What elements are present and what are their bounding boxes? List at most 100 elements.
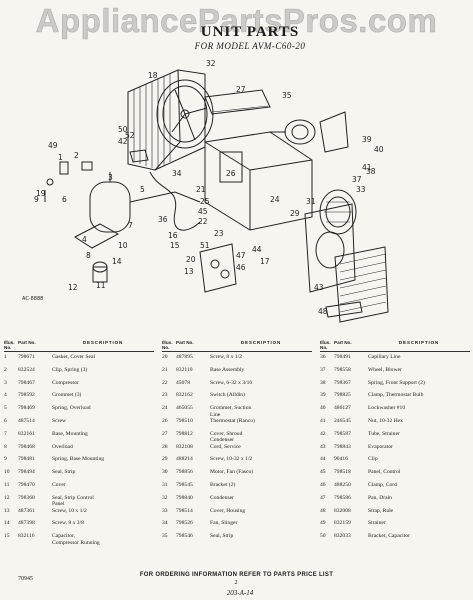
callout: 26 bbox=[226, 169, 236, 178]
callout: 24 bbox=[270, 195, 280, 204]
illus-no: 3 bbox=[4, 379, 7, 386]
illus-no: 27 bbox=[162, 430, 168, 437]
callout: 11 bbox=[96, 281, 106, 290]
callout: 13 bbox=[184, 267, 194, 276]
part-no: 798586 bbox=[334, 494, 351, 501]
description: Cord, Service bbox=[210, 443, 241, 450]
description: Panel, Control bbox=[368, 469, 401, 476]
callout: 20 bbox=[186, 255, 196, 264]
illus-no: 5 bbox=[4, 405, 7, 412]
illus-no: 44 bbox=[320, 456, 326, 463]
part-no: 488214 bbox=[176, 456, 193, 463]
illus-no: 32 bbox=[162, 494, 168, 501]
part-no: 798491 bbox=[334, 354, 351, 360]
part-no: 798494 bbox=[18, 469, 35, 476]
part-no: 798367 bbox=[334, 379, 351, 386]
part-no: 832116 bbox=[18, 533, 35, 540]
description: Motor, Fan (Fasco) bbox=[210, 469, 254, 476]
illus-no: 35 bbox=[162, 533, 168, 540]
callout: 5 bbox=[140, 185, 145, 194]
description: Thermostat (Ranco) bbox=[210, 417, 255, 424]
description: Clamp, Cord bbox=[368, 481, 397, 488]
description: Overload bbox=[52, 443, 73, 450]
part-no: 832524 bbox=[18, 366, 35, 373]
part-no: 798812 bbox=[176, 430, 193, 437]
description: Spring, Overload bbox=[52, 405, 91, 412]
part-no: 798592 bbox=[18, 392, 35, 399]
part-no: 487361 bbox=[18, 507, 35, 514]
part-no: 798368 bbox=[18, 494, 35, 501]
part-no: 832161 bbox=[18, 430, 35, 437]
part-no: 487514 bbox=[18, 417, 35, 424]
part-no: 45078 bbox=[176, 379, 190, 386]
header-illus-no: Illus. No. bbox=[162, 340, 173, 350]
callout: 14 bbox=[112, 257, 122, 266]
callout: 46 bbox=[236, 263, 246, 272]
page-number: 2 bbox=[234, 580, 238, 586]
illus-no: 49 bbox=[320, 520, 326, 527]
part-no: 798545 bbox=[176, 481, 193, 488]
exploded-parts-diagram: 32 18 27 35 50 52 42 39 40 41 49 1 2 5 3… bbox=[22, 59, 389, 323]
callout: 7 bbox=[128, 221, 133, 230]
description: Evaporator bbox=[368, 443, 393, 450]
callout: 16 bbox=[168, 231, 178, 240]
table-header: Illus. No. Part No. DESCRIPTION bbox=[4, 340, 154, 352]
table-header: Illus. No. Part No. DESCRIPTION bbox=[162, 340, 312, 352]
callout: 8 bbox=[86, 251, 91, 260]
callout: 31 bbox=[306, 197, 316, 206]
illus-no: 10 bbox=[4, 469, 10, 476]
callout: 1 bbox=[58, 153, 63, 162]
illus-no: 1 bbox=[4, 354, 7, 360]
illus-no: 29 bbox=[162, 456, 168, 463]
description: Switch (Alldin) bbox=[210, 392, 245, 399]
page-title: UNIT PARTS bbox=[200, 24, 300, 40]
illus-no: 31 bbox=[162, 481, 168, 488]
description: Fan, Slinger bbox=[210, 520, 238, 527]
callout: 48 bbox=[318, 307, 328, 316]
illus-no: 21 bbox=[162, 366, 168, 373]
illus-no: 40 bbox=[320, 405, 326, 412]
callout: 18 bbox=[148, 71, 158, 80]
callout: 35 bbox=[282, 91, 292, 100]
header-illus-no: Illus. No. bbox=[320, 340, 331, 350]
description: Seal, Strip bbox=[210, 533, 234, 540]
description: Pan, Drain bbox=[368, 494, 392, 501]
illus-no: 6 bbox=[4, 417, 7, 424]
illus-no: 15 bbox=[4, 533, 10, 540]
description: Screw, 8 x 3/8 bbox=[52, 520, 84, 527]
callout: 45 bbox=[198, 207, 208, 216]
callout: 47 bbox=[236, 251, 246, 260]
part-no: 798510 bbox=[176, 417, 193, 424]
callout: 9 bbox=[34, 195, 39, 204]
callout: 17 bbox=[260, 257, 270, 266]
ordering-note: FOR ORDERING INFORMATION REFER TO PARTS … bbox=[139, 572, 334, 578]
part-no: 832033 bbox=[334, 533, 351, 540]
part-no: 798558 bbox=[334, 366, 351, 373]
callout: 44 bbox=[252, 245, 262, 254]
part-no: 798840 bbox=[176, 494, 193, 501]
header-description: DESCRIPTION bbox=[82, 340, 124, 345]
